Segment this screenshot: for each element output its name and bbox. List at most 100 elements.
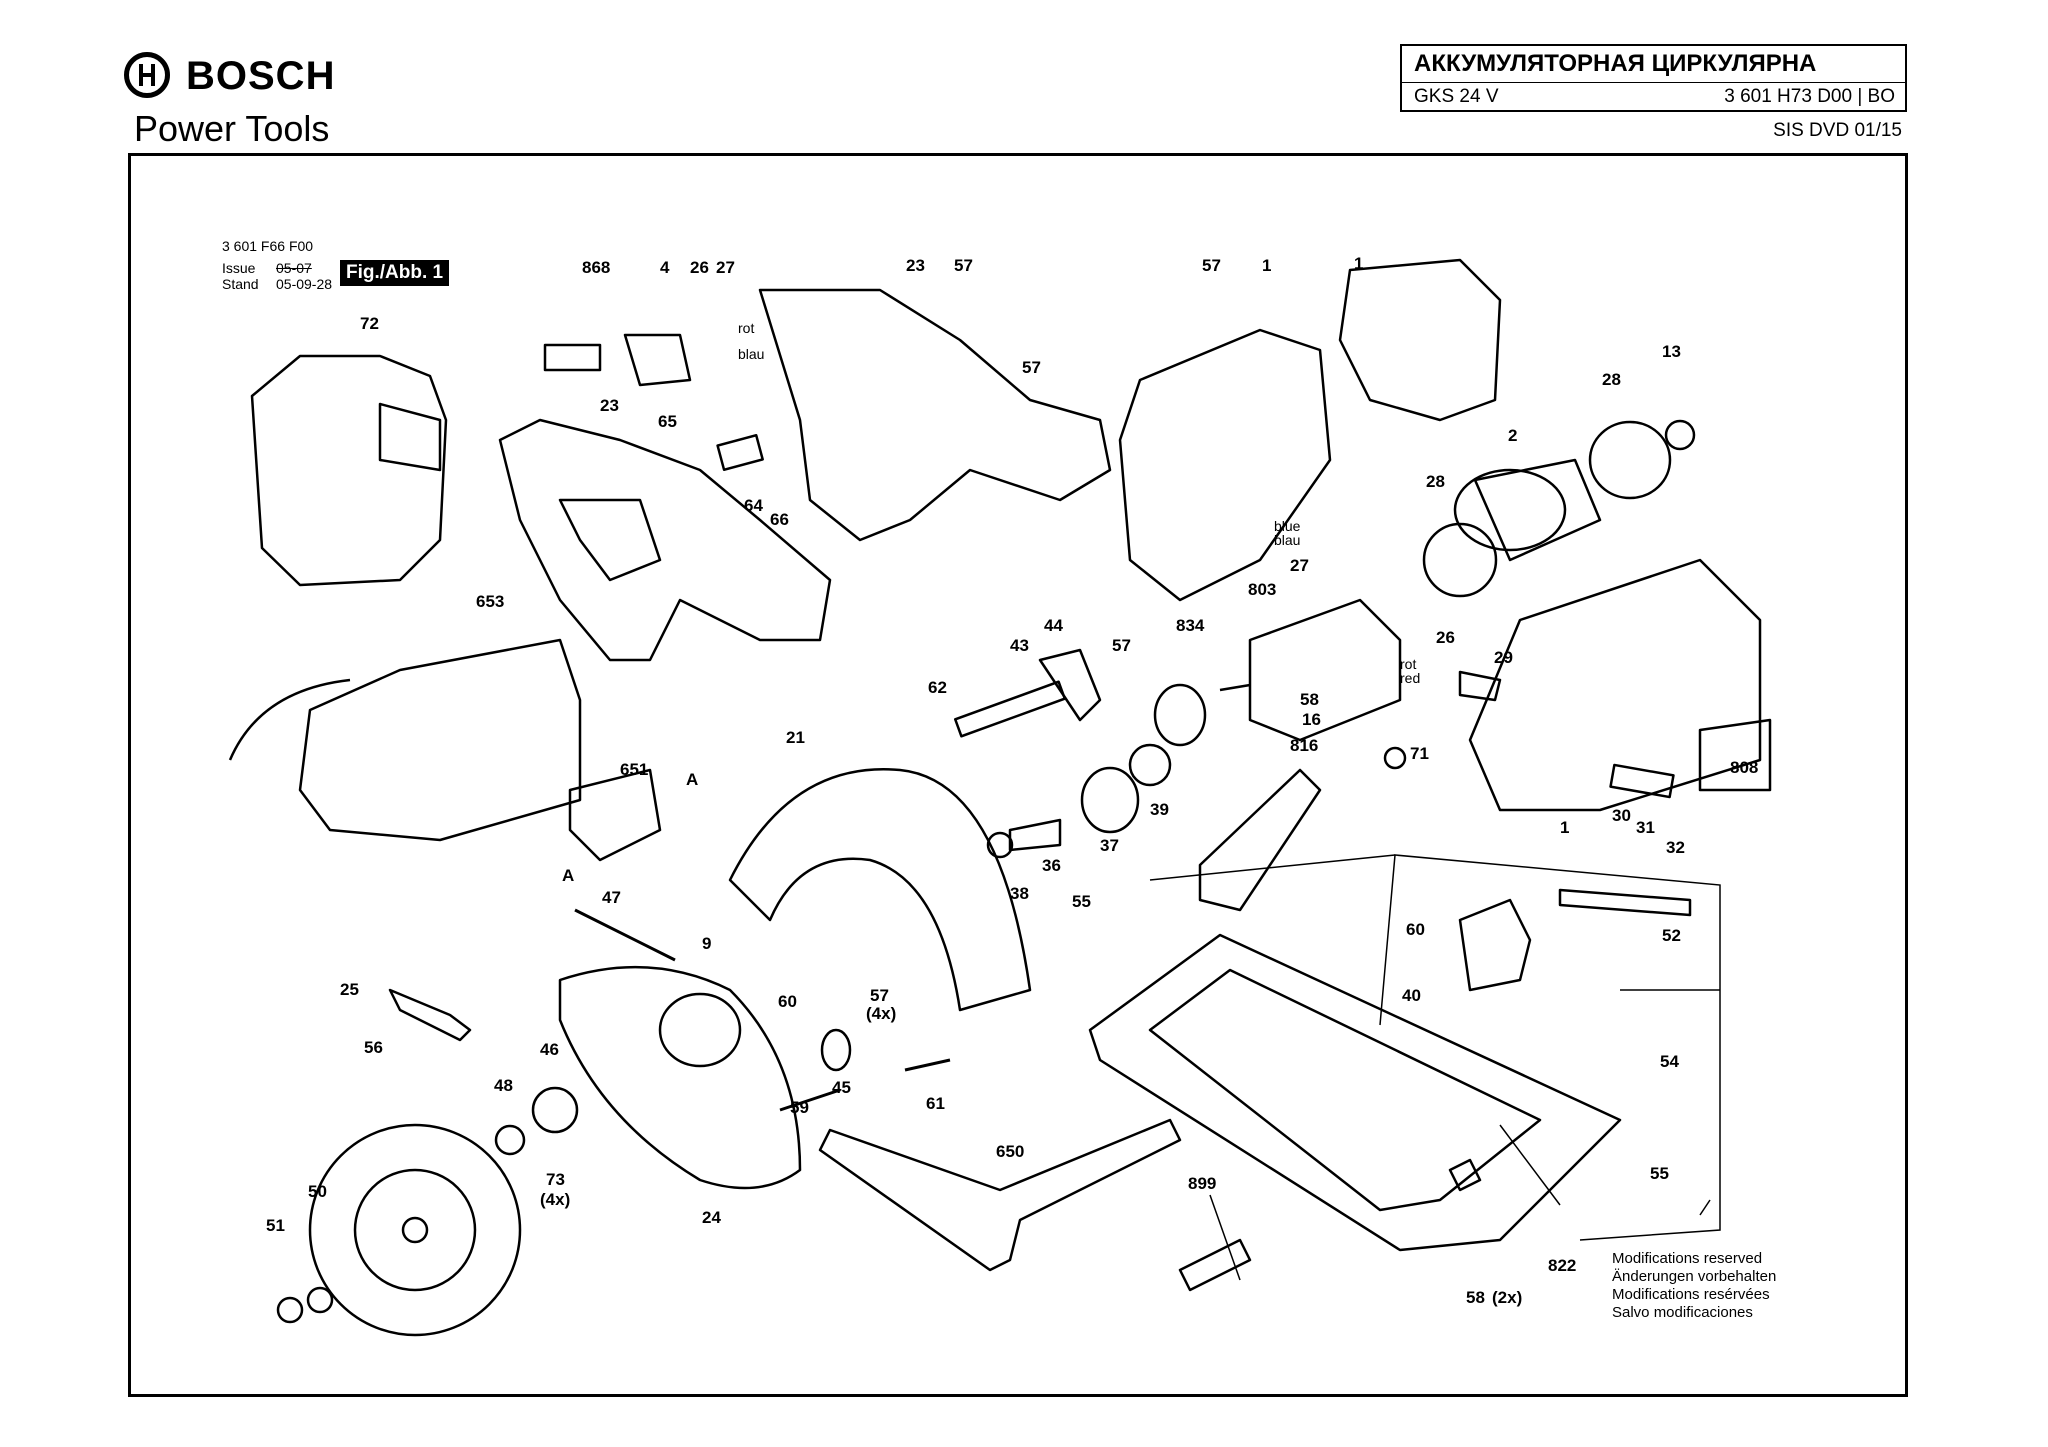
issue-label: Issue (222, 260, 256, 276)
wire-note-rot: rot (738, 320, 755, 336)
wire-note-rot-2: rot (1400, 656, 1417, 672)
part-label: 1 (1354, 254, 1364, 273)
modifications-line: Änderungen vorbehalten (1612, 1268, 1777, 1285)
part-label: 26 (1436, 628, 1455, 647)
part-label: 43 (1010, 636, 1029, 655)
bosch-logo: BOSCH Power Tools (124, 52, 384, 152)
part-label: 46 (540, 1040, 559, 1059)
part-label: 44 (1044, 616, 1063, 635)
parallel-guide-shape (818, 1118, 1182, 1272)
part-label: 822 (1548, 1256, 1577, 1275)
part-label: 27 (716, 258, 735, 277)
part-label: 60 (1406, 920, 1425, 939)
part-label: 30 (1612, 806, 1631, 825)
wire-note-blue: blue (1274, 518, 1301, 534)
part-label: 73 (546, 1170, 565, 1189)
stand-date: 05-09-28 (276, 276, 333, 292)
part-label: 816 (1290, 736, 1319, 755)
part-label: 61 (926, 1094, 945, 1113)
part-label: 40 (1402, 986, 1421, 1005)
sis-version: SIS DVD 01/15 (1773, 120, 1902, 141)
part-label: (2x) (1492, 1288, 1523, 1307)
part-label: 834 (1176, 616, 1205, 635)
part-label: 60 (778, 992, 797, 1011)
bosch-armature-icon (124, 52, 170, 98)
part-label: 26 (690, 258, 709, 277)
part-label: 21 (786, 728, 805, 747)
part-label: 38 (1010, 884, 1029, 903)
part-label: A (686, 770, 699, 789)
diagram-frame (128, 153, 1908, 1397)
motor-body-shape (1468, 558, 1762, 812)
part-label: 54 (1660, 1052, 1679, 1071)
part-label: 45 (832, 1078, 851, 1097)
part-label: 71 (1410, 744, 1429, 763)
part-label: 48 (494, 1076, 513, 1095)
part-label: 57 (1202, 256, 1221, 275)
figure-badge: Fig./Abb. 1 (340, 260, 450, 286)
modifications-line: Salvo modificaciones (1612, 1304, 1753, 1321)
part-label: 899 (1188, 1174, 1217, 1193)
part-label: 32 (1666, 838, 1685, 857)
motor-housing-shape (1118, 328, 1332, 602)
part-label: 650 (996, 1142, 1025, 1161)
part-label: 58 (1466, 1288, 1485, 1307)
stand-label: Stand (222, 276, 259, 292)
part-label: 27 (1290, 556, 1309, 575)
issue-date: 05-07 (276, 260, 312, 276)
part-label: 57 (954, 256, 973, 275)
part-label: 808 (1730, 758, 1759, 777)
part-label: 803 (1248, 580, 1277, 599)
armature-shape (1248, 598, 1402, 742)
part-label: 58 (1300, 690, 1319, 709)
part-label: A (562, 866, 575, 885)
part-label: 36 (1042, 856, 1061, 875)
part-label: 47 (602, 888, 621, 907)
modifications-line: Modifications resérvées (1612, 1286, 1770, 1303)
part-label: 29 (1494, 648, 1513, 667)
part-label: 4 (660, 258, 670, 277)
part-label: 72 (360, 314, 379, 333)
part-label: 23 (600, 396, 619, 415)
part-label: 28 (1602, 370, 1621, 389)
product-title: АККУМУЛЯТОРНАЯ ЦИРКУЛЯРНА (1414, 50, 1817, 77)
charger-shape (298, 638, 582, 842)
blade-guard-shape (728, 768, 1032, 1012)
part-label: 37 (1100, 836, 1119, 855)
part-label: 56 (364, 1038, 383, 1057)
title-block: АККУМУЛЯТОРНАЯ ЦИРКУЛЯРНА GKS 24 V 3 601… (1400, 44, 1907, 112)
part-label: 868 (582, 258, 611, 277)
wire-note-red: red (1400, 670, 1421, 686)
part-label: 64 (744, 496, 763, 515)
saw-blade-shape (308, 1123, 522, 1337)
part-label: 1 (1560, 818, 1570, 837)
part-label: 65 (658, 412, 677, 431)
part-label: 55 (1072, 892, 1091, 911)
part-label: 13 (1662, 342, 1681, 361)
handle-housing-shape (498, 418, 832, 662)
part-label: 24 (702, 1208, 721, 1227)
motor-cover-shape (1338, 258, 1502, 422)
part-label: 57 (1112, 636, 1131, 655)
part-label: 2 (1508, 426, 1518, 445)
housing-shell-shape (758, 288, 1112, 542)
part-label: 50 (308, 1182, 327, 1201)
part-label: 51 (266, 1216, 285, 1235)
brand-subtitle: Power Tools (134, 108, 330, 149)
wire-note-blau: blau (738, 346, 765, 362)
part-label: (4x) (866, 1004, 897, 1023)
part-label: 57 (1022, 358, 1041, 377)
part-number: 3 601 H73 D00 | BO (1724, 86, 1895, 107)
part-label: (4x) (540, 1190, 571, 1209)
part-label: 66 (770, 510, 789, 529)
part-label: 62 (928, 678, 947, 697)
part-label: 55 (1650, 1164, 1669, 1183)
modifications-note: Modifications reserved Änderungen vorbeh… (1612, 1250, 1776, 1322)
part-label: 39 (1150, 800, 1169, 819)
part-label: 28 (1426, 472, 1445, 491)
part-label: 59 (790, 1098, 809, 1117)
modifications-line: Modifications reserved (1612, 1250, 1763, 1267)
part-label: 651 (620, 760, 649, 779)
brand-name: BOSCH (186, 54, 336, 98)
